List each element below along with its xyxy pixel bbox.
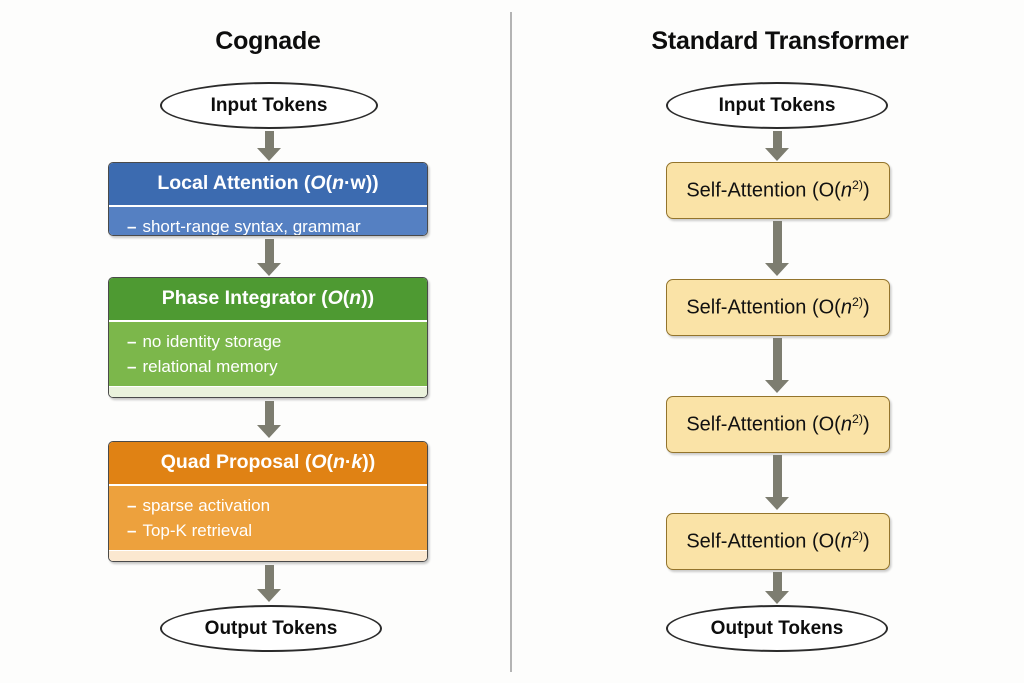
complexity-close: ))	[365, 172, 379, 194]
bullet-dash: –	[127, 559, 137, 562]
right-output-tokens-node: Output Tokens	[666, 605, 888, 652]
complexity-o: O	[311, 451, 327, 473]
complexity-paren: (	[325, 172, 333, 194]
bullet-item: –no identity storage	[127, 329, 427, 354]
layer-prefix: Self-Attention (O(	[686, 530, 841, 553]
layer-prefix: Self-Attention (O(	[686, 296, 841, 319]
layer-suffix: )	[863, 296, 870, 319]
stage-title-text: Local Attention (	[157, 172, 311, 194]
bullet-text: selective global reasoning	[143, 559, 362, 562]
stage-title-local-attention: Local Attention (O(n·w))	[109, 163, 427, 207]
complexity-paren: (	[326, 451, 334, 473]
complexity-n: n	[332, 172, 345, 194]
complexity-o: O	[310, 172, 326, 194]
layer-suffix: )	[863, 413, 870, 436]
layer-suffix: )	[863, 179, 870, 202]
layer-exponent: 2)	[851, 529, 863, 544]
bullet-text: persistent context accumulation	[143, 395, 411, 398]
complexity-close: ))	[362, 451, 376, 473]
layer-prefix: Self-Attention (O(	[686, 413, 841, 436]
layer-exponent: 2)	[851, 178, 863, 193]
stage-bullets-quad-proposal: –sparse activation –Top-K retrieval	[109, 485, 427, 550]
stage-title-text: Quad Proposal (	[160, 451, 312, 473]
bullet-dash: –	[127, 520, 137, 540]
layer-exponent: 2)	[851, 412, 863, 427]
self-attention-layer-label: Self-Attention (O(n2))	[686, 178, 869, 203]
stage-box-phase-integrator[interactable]: Phase Integrator (O(n)) –no identity sto…	[108, 277, 428, 398]
self-attention-layer-4[interactable]: Self-Attention (O(n2))	[666, 513, 890, 570]
bullet-dash: –	[127, 495, 137, 515]
stage-box-local-attention[interactable]: Local Attention (O(n·w)) –short-range sy…	[108, 162, 428, 236]
layer-suffix: )	[863, 530, 870, 553]
complexity-n: n	[349, 287, 362, 309]
layer-base: n	[840, 296, 852, 319]
complexity-n: n	[333, 451, 345, 473]
right-arrow-layer2-to-layer3	[765, 338, 789, 394]
complexity-o: O	[327, 287, 343, 309]
stage-box-quad-proposal[interactable]: Quad Proposal (O(n·k)) –sparse activatio…	[108, 441, 428, 562]
bullet-dash: –	[127, 216, 137, 236]
self-attention-layer-3[interactable]: Self-Attention (O(n2))	[666, 396, 890, 453]
bullet-item: – persistent context accumulation	[127, 393, 427, 398]
complexity-dot: ·	[344, 451, 352, 473]
self-attention-layer-label: Self-Attention (O(n2))	[686, 529, 869, 554]
left-arrow-quad-to-output	[257, 565, 281, 603]
bullet-text: Top-K retrieval	[142, 520, 253, 540]
stage-title-text: Phase Integrator (	[161, 287, 328, 309]
stage-bullets-local-attention: –short-range syntax, grammar	[109, 206, 427, 236]
bullet-dash: –	[127, 395, 137, 398]
left-input-tokens-node: Input Tokens	[160, 82, 378, 129]
right-column-title: Standard Transformer	[651, 27, 909, 55]
left-arrow-input-to-local	[257, 131, 281, 161]
bullet-text: relational memory	[142, 356, 278, 376]
bullet-item: –relational memory	[127, 354, 427, 379]
stage-highlight-phase-integrator: – persistent context accumulation	[109, 385, 427, 398]
layer-base: n	[840, 179, 852, 202]
complexity-dot: ·	[344, 172, 351, 194]
complexity-close: ))	[361, 287, 375, 309]
layer-base: n	[840, 530, 852, 553]
left-arrow-phase-to-quad	[257, 401, 281, 439]
bullet-text: sparse activation	[142, 495, 271, 515]
stage-title-quad-proposal: Quad Proposal (O(n·k))	[109, 442, 427, 486]
stage-bullets-phase-integrator: –no identity storage –relational memory	[109, 321, 427, 386]
left-output-tokens-node: Output Tokens	[160, 605, 382, 652]
bullet-dash: –	[127, 356, 137, 376]
stage-title-phase-integrator: Phase Integrator (O(n))	[109, 278, 427, 322]
right-arrow-input-to-layer1	[765, 131, 789, 161]
self-attention-layer-1[interactable]: Self-Attention (O(n2))	[666, 162, 890, 219]
bullet-text: short-range syntax, grammar	[142, 216, 361, 236]
bullet-text: no identity storage	[142, 331, 282, 351]
layer-prefix: Self-Attention (O(	[686, 179, 841, 202]
self-attention-layer-2[interactable]: Self-Attention (O(n2))	[666, 279, 890, 336]
right-arrow-layer4-to-output	[765, 572, 789, 605]
bullet-item: –short-range syntax, grammar	[127, 214, 427, 236]
left-arrow-local-to-phase	[257, 239, 281, 277]
self-attention-layer-label: Self-Attention (O(n2))	[686, 412, 869, 437]
stage-highlight-quad-proposal: – selective global reasoning	[109, 549, 427, 562]
bullet-item: –Top-K retrieval	[127, 518, 427, 543]
right-input-tokens-node: Input Tokens	[666, 82, 888, 129]
bullet-dash: –	[127, 331, 137, 351]
complexity-k: k	[351, 451, 363, 473]
bullet-item: – selective global reasoning	[127, 557, 427, 562]
layer-exponent: 2)	[851, 295, 863, 310]
left-column-title: Cognade	[215, 27, 321, 55]
bullet-item: –sparse activation	[127, 493, 427, 518]
layer-base: n	[840, 413, 852, 436]
right-arrow-layer3-to-layer4	[765, 455, 789, 511]
complexity-paren: (	[342, 287, 350, 309]
complexity-w: w	[350, 172, 366, 194]
self-attention-layer-label: Self-Attention (O(n2))	[686, 295, 869, 320]
right-arrow-layer1-to-layer2	[765, 221, 789, 277]
column-divider	[510, 12, 512, 672]
